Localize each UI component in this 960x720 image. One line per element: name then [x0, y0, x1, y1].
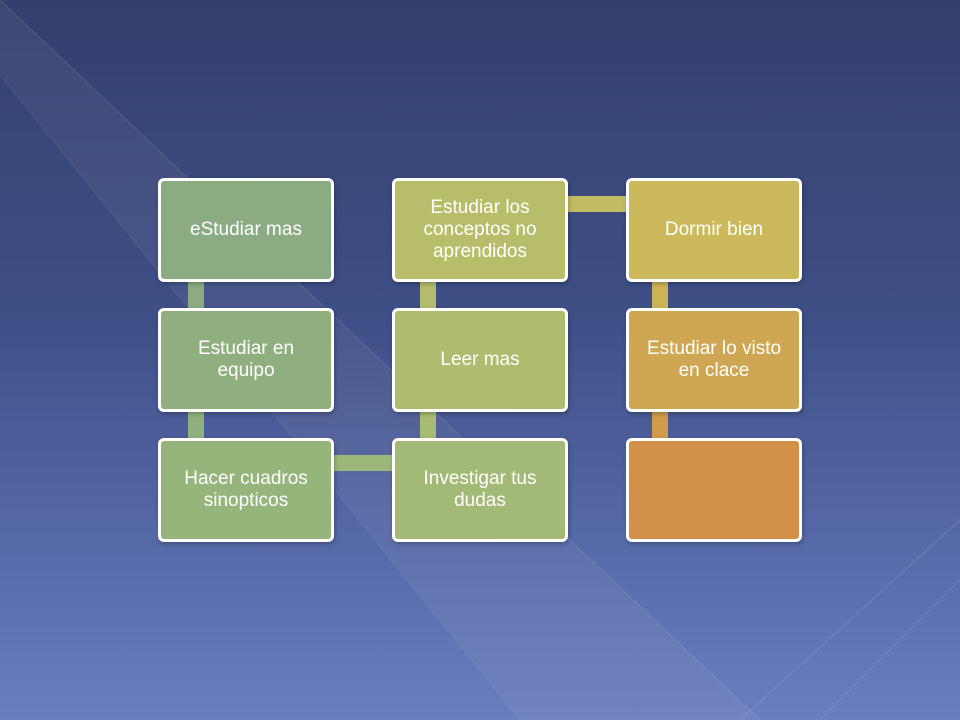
step-label: Estudiar en equipo [197, 338, 295, 381]
connector-b5-b6 [420, 280, 436, 312]
step-box-b3: Hacer cuadros sinopticos [158, 438, 334, 542]
step-box-b9 [626, 438, 802, 542]
connector-b1-b2 [188, 280, 204, 312]
step-label: eStudiar mas [190, 219, 302, 240]
step-box-b8: Estudiar lo visto en clace [626, 308, 802, 412]
step-box-b7: Dormir bien [626, 178, 802, 282]
step-label: Hacer cuadros sinopticos [184, 468, 308, 511]
step-box-b6: Estudiar los conceptos no aprendidos [392, 178, 568, 282]
connector-b2-b3 [188, 410, 204, 442]
step-label: Dormir bien [664, 219, 764, 240]
step-label: Estudiar lo visto en clace [646, 338, 782, 381]
step-label: Investigar tus dudas [423, 468, 537, 511]
connector-b3-b4 [334, 455, 396, 471]
step-box-b1: eStudiar mas [158, 178, 334, 282]
connector-b6-b7 [566, 196, 630, 212]
connector-b7-b8 [652, 280, 668, 312]
step-box-b5: Leer mas [392, 308, 568, 412]
step-box-b4: Investigar tus dudas [392, 438, 568, 542]
step-label: Estudiar los conceptos no aprendidos [423, 197, 537, 262]
connector-b4-b5 [420, 410, 436, 442]
connector-b8-b9 [652, 410, 668, 442]
step-box-b2: Estudiar en equipo [158, 308, 334, 412]
step-label: Leer mas [440, 349, 520, 370]
